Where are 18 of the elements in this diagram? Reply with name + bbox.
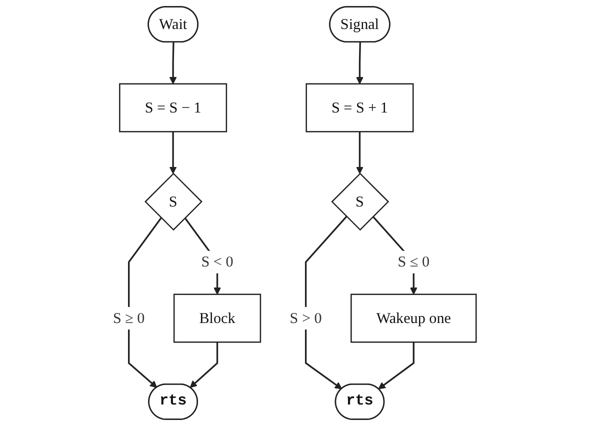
- arrow: [378, 342, 414, 390]
- arrow: [128, 217, 162, 388]
- node-box: S = S + 1: [306, 83, 414, 132]
- edge-label: S ≤ 0: [398, 253, 430, 270]
- arrow: [169, 132, 177, 174]
- node-diamond: S: [331, 172, 390, 231]
- arrow: [356, 132, 364, 174]
- edge-label: S ≥ 0: [112, 309, 145, 326]
- arrow: [304, 216, 348, 390]
- node-box: Block: [173, 294, 262, 343]
- arrow: [190, 342, 218, 388]
- node-diamond: S: [144, 172, 202, 231]
- node-box: Wakeup one: [350, 294, 477, 343]
- edge-label: S < 0: [201, 253, 234, 270]
- arrow: [169, 42, 177, 84]
- edge-label: S > 0: [290, 309, 322, 326]
- arrow: [356, 42, 364, 84]
- node-box: S = S − 1: [119, 83, 228, 132]
